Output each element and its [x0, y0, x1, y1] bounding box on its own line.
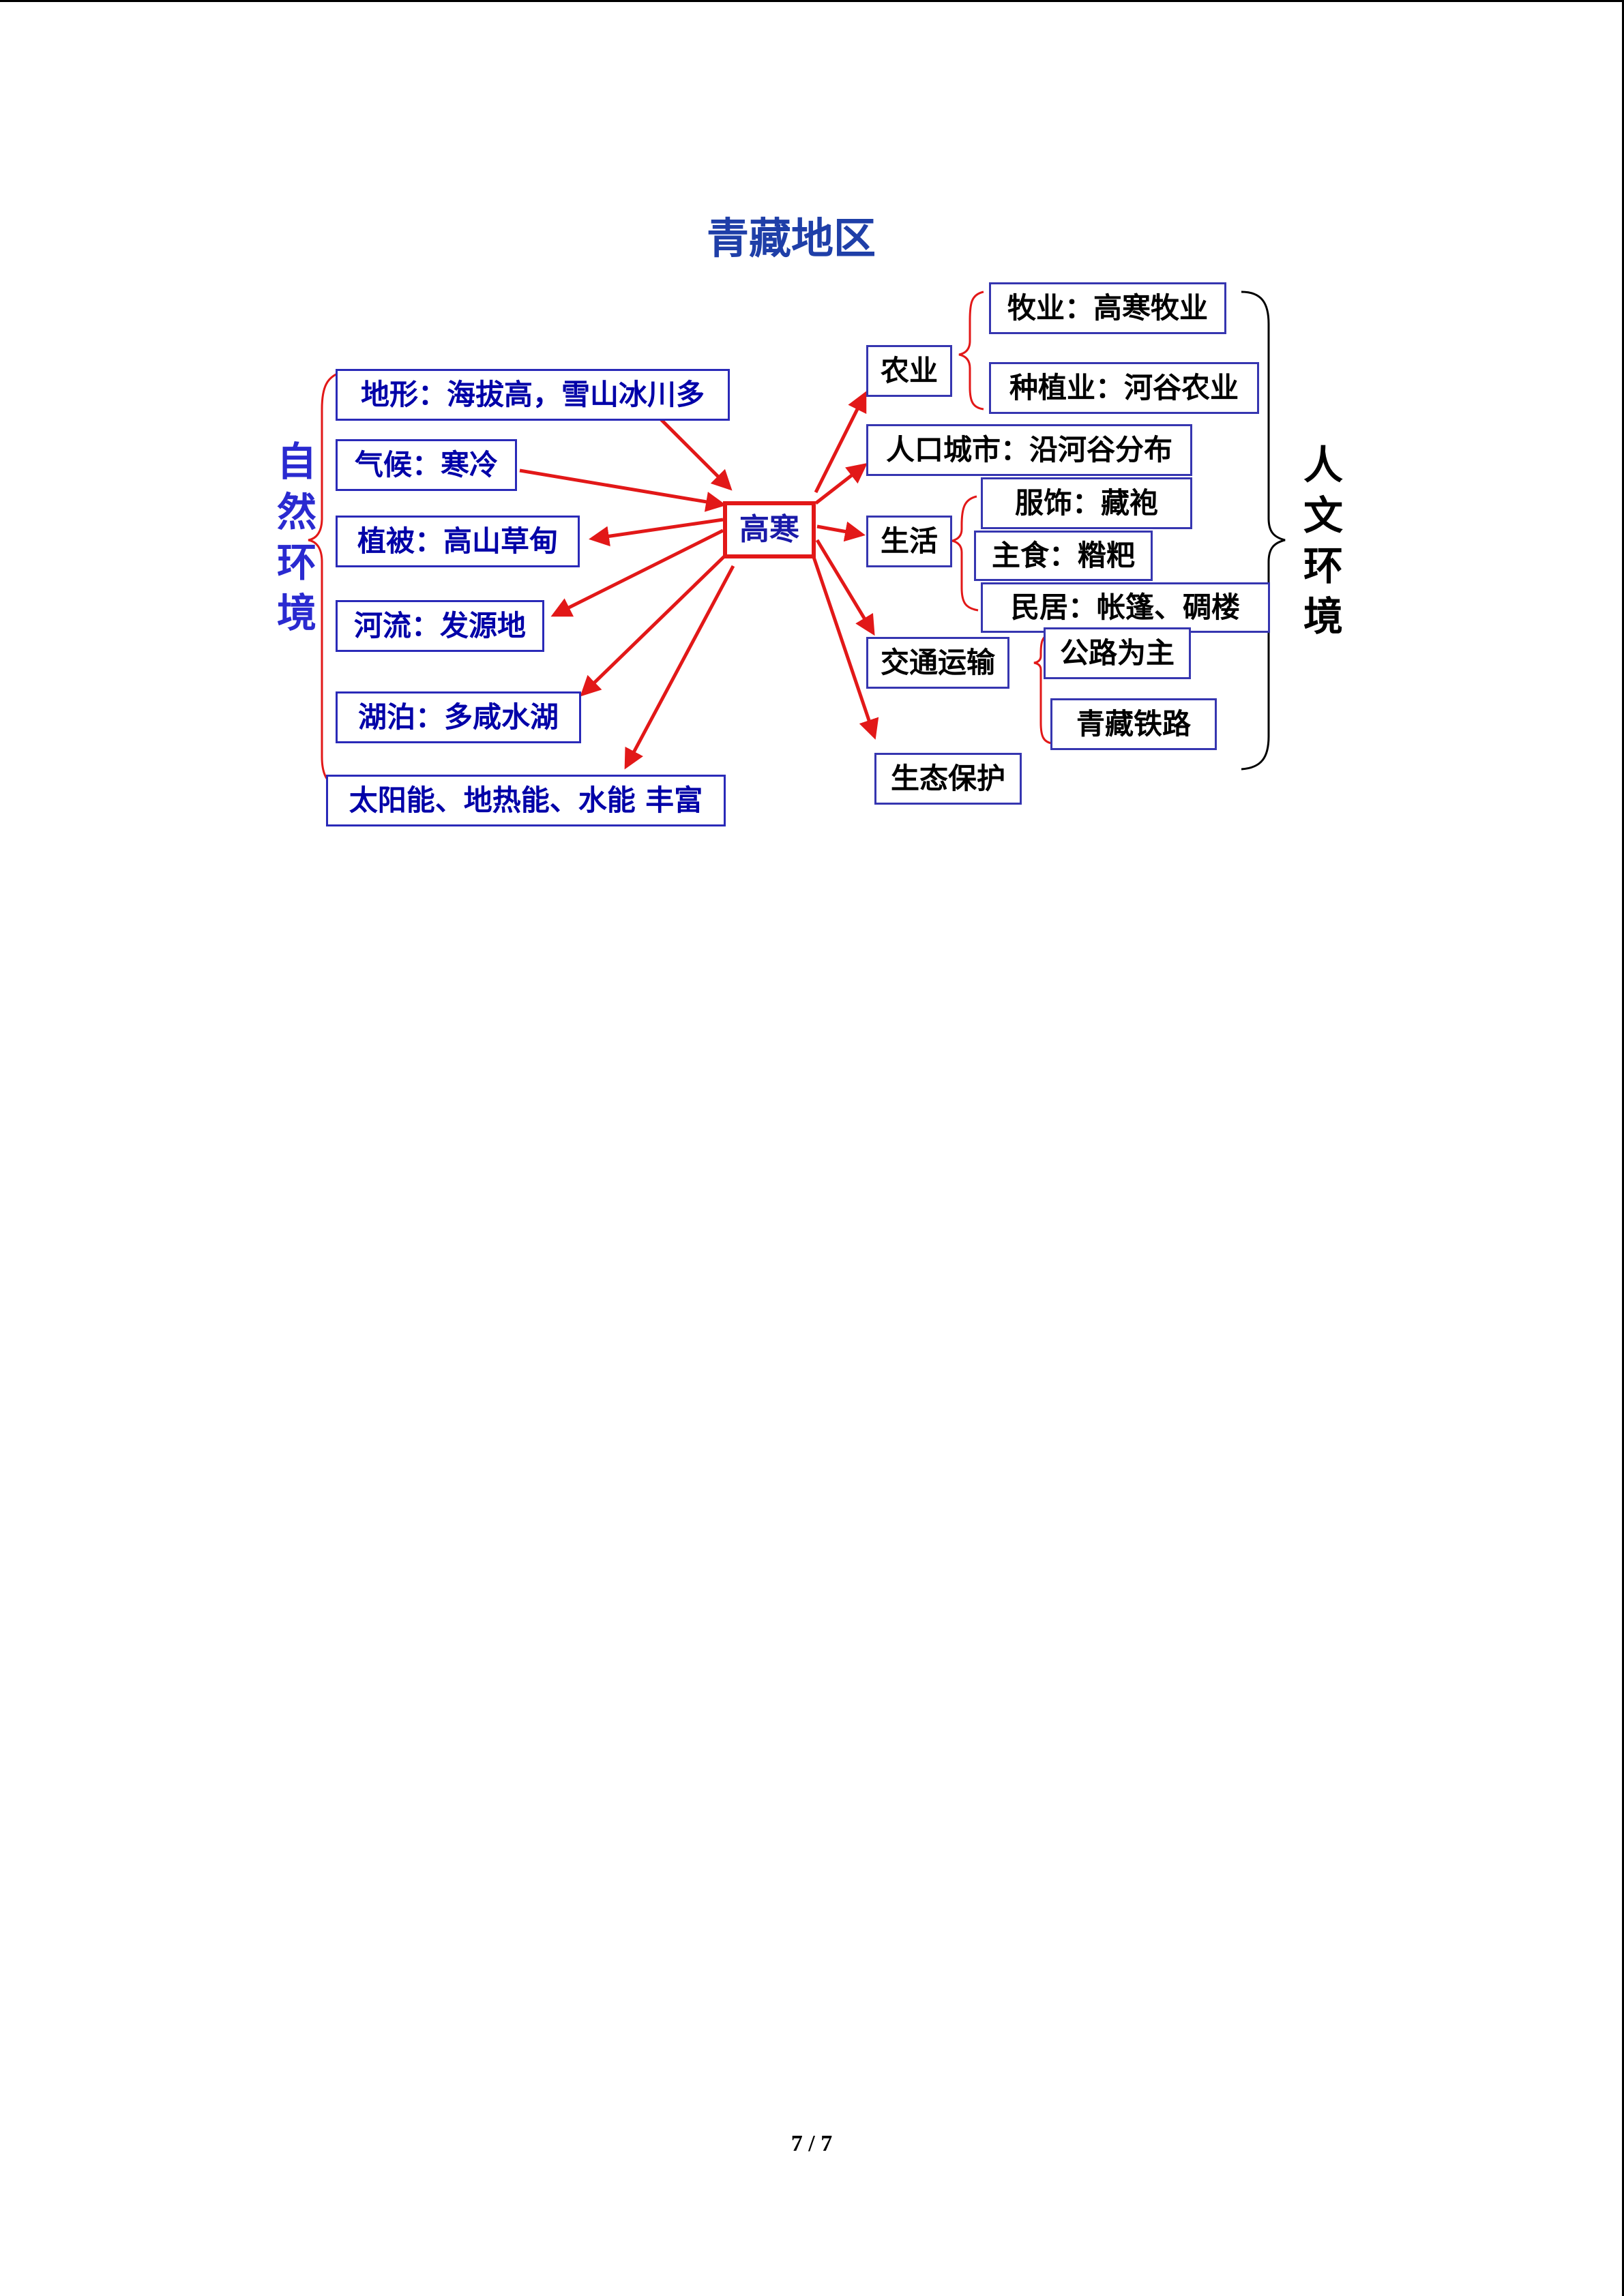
node-agriculture: 农业 [866, 345, 952, 397]
arrow-center-to-agriculture [814, 391, 867, 494]
arrow-climate-to-center [519, 468, 726, 512]
node-terrain: 地形：海拔高，雪山冰川多 [336, 369, 730, 421]
node-life: 生活 [866, 516, 952, 567]
transport-brace [1033, 633, 1052, 745]
node-food: 主食：糌粑 [974, 531, 1153, 581]
arrow-center-to-vegetation [589, 518, 724, 547]
arrow-center-to-lake [580, 551, 730, 697]
node-energy: 太阳能、地热能、水能 丰富 [326, 775, 726, 826]
human-brace [1241, 290, 1286, 771]
node-river: 河流：发源地 [336, 600, 544, 652]
node-highway: 公路为主 [1044, 627, 1191, 679]
life-brace [951, 495, 979, 612]
node-dwelling: 民居：帐篷、碉楼 [981, 582, 1270, 633]
diagram-title: 青藏地区 [706, 213, 876, 263]
page-number: 7 / 7 [791, 2131, 833, 2156]
node-herding: 牧业：高寒牧业 [989, 282, 1226, 334]
node-center: 高寒 [723, 501, 816, 558]
node-lake: 湖泊：多咸水湖 [336, 691, 581, 743]
natural-environment-label: 自然环境 [276, 438, 316, 636]
arrow-center-to-transport [815, 539, 875, 636]
node-transport: 交通运输 [866, 637, 1009, 689]
agriculture-brace [958, 290, 984, 411]
arrow-center-to-population [814, 462, 868, 505]
node-ecology: 生态保护 [874, 753, 1022, 805]
node-railway: 青藏铁路 [1050, 698, 1217, 750]
node-population: 人口城市：沿河谷分布 [866, 424, 1192, 476]
node-climate: 气候：寒冷 [336, 439, 517, 491]
arrow-center-to-energy [624, 565, 735, 770]
arrow-terrain-to-center [655, 413, 733, 491]
node-farming: 种植业：河谷农业 [989, 362, 1259, 414]
node-clothing: 服饰：藏袍 [981, 477, 1192, 529]
human-environment-label: 人文环境 [1303, 442, 1343, 640]
node-vegetation: 植被：高山草甸 [336, 516, 580, 567]
arrow-center-to-life [816, 521, 866, 542]
natural-brace [308, 370, 345, 786]
arrow-center-to-river [550, 528, 724, 617]
arrow-center-to-ecology [811, 554, 879, 740]
